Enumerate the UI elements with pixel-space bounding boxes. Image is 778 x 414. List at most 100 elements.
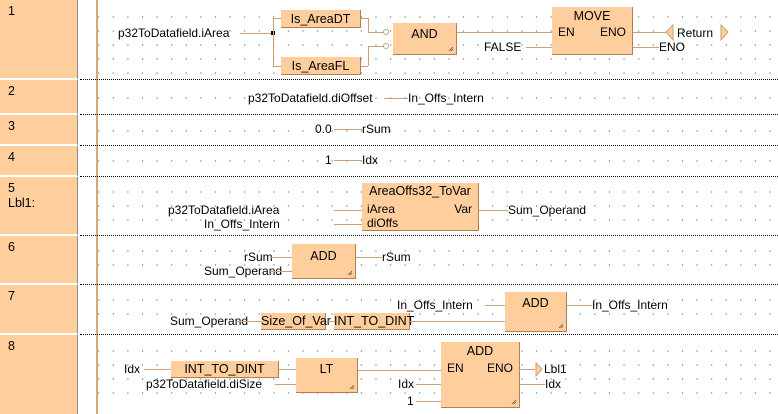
function-block-add[interactable]: ADD EN ENO [441, 342, 520, 408]
network-number: 6 [8, 240, 15, 254]
wire [326, 321, 334, 322]
resize-grip-icon[interactable] [558, 323, 564, 329]
wire [520, 369, 535, 370]
function-block-move[interactable]: MOVE EN ENO [552, 7, 633, 55]
wire [273, 18, 281, 19]
pin-eno: ENO [486, 361, 513, 375]
input-constant[interactable]: FALSE [484, 40, 522, 54]
block-title: INT_TO_DINT [184, 362, 265, 376]
wire [358, 370, 441, 371]
network-number: 5 [8, 181, 15, 195]
output-variable[interactable]: Sum_Operand [508, 203, 587, 217]
input-variable[interactable]: p32ToDatafield.diSize [146, 377, 263, 391]
resize-grip-icon[interactable] [511, 399, 517, 405]
input-variable[interactable]: p32ToDatafield.diOffset [248, 91, 373, 105]
input-variable[interactable]: In_Offs_Intern [397, 298, 473, 312]
output-variable[interactable]: ENO [659, 40, 686, 54]
power-rail [96, 0, 98, 414]
pin-en: EN [447, 361, 464, 375]
pin-iarea: iArea [367, 202, 396, 216]
wire [368, 46, 384, 47]
input-variable[interactable]: In_Offs_Intern [204, 217, 280, 231]
input-constant[interactable]: 0.0 [315, 122, 332, 136]
network-number: 2 [8, 84, 15, 98]
network-number: 4 [8, 150, 15, 164]
input-variable[interactable]: rSum [244, 250, 273, 264]
pin-en: EN [558, 25, 575, 39]
network-number: 7 [8, 289, 15, 303]
network-number-cell-2[interactable]: 2 [0, 80, 78, 115]
wire [520, 384, 545, 385]
input-variable[interactable]: Idx [398, 377, 415, 391]
input-variable[interactable]: Sum_Operand [170, 314, 249, 328]
network-number-cell-6[interactable]: 6 [0, 236, 78, 285]
network-number-cell-8[interactable]: 8 [0, 335, 78, 414]
function-block-areaoffs32-tovar[interactable]: AreaOffs32_ToVar iArea Var diOffs [362, 183, 479, 231]
function-block-and[interactable]: AND [393, 23, 457, 55]
wire [361, 66, 368, 67]
function-block-is-area-dt[interactable]: Is_AreaDT [281, 10, 361, 28]
return-right-icon [720, 24, 729, 41]
wire [633, 47, 659, 48]
input-variable[interactable]: Sum_Operand [204, 264, 283, 278]
block-title: Size_Of_Var [261, 314, 331, 328]
network-separator [80, 334, 778, 335]
wire [361, 18, 368, 19]
network-separator [80, 235, 778, 236]
block-title: AreaOffs32_ToVar [369, 184, 471, 198]
network-label: Lbl1: [8, 196, 36, 210]
return-label[interactable]: Return [677, 26, 714, 40]
resize-grip-icon[interactable] [347, 270, 353, 276]
network-number: 8 [8, 339, 15, 353]
resize-grip-icon[interactable] [448, 46, 454, 52]
output-variable[interactable]: Idx [545, 377, 562, 391]
wire [410, 321, 505, 322]
negation-circle [383, 29, 389, 35]
wire [334, 224, 362, 225]
function-block-int-to-dint[interactable]: INT_TO_DINT [171, 361, 279, 378]
output-variable[interactable]: rSum [362, 122, 391, 136]
network-number-cell-4[interactable]: 4 [0, 146, 78, 177]
wire [384, 98, 408, 99]
block-title: Is_AreaFL [291, 59, 350, 73]
function-block-add[interactable]: ADD [505, 292, 567, 332]
wire [416, 401, 441, 402]
input-constant[interactable]: 1 [407, 394, 414, 408]
wire [368, 18, 369, 32]
network-number-cell-3[interactable]: 3 [0, 115, 78, 146]
block-title: MOVE [573, 9, 611, 23]
output-variable[interactable]: In_Offs_Intern [408, 91, 484, 105]
jump-label[interactable]: Lbl1 [544, 362, 567, 376]
output-variable[interactable]: rSum [382, 250, 411, 264]
wire [526, 47, 552, 48]
function-block-lt[interactable]: LT [296, 358, 358, 393]
block-title: ADD [310, 249, 337, 263]
output-variable[interactable]: In_Offs_Intern [592, 298, 668, 312]
network-number: 3 [8, 119, 15, 133]
wire [485, 305, 505, 306]
wire [368, 46, 369, 66]
network-number-cell-5[interactable]: 5 Lbl1: [0, 177, 78, 236]
resize-grip-icon[interactable] [349, 384, 355, 390]
wire [334, 210, 362, 211]
network-separator [80, 114, 778, 115]
wire [236, 321, 261, 322]
function-block-size-of-var[interactable]: Size_Of_Var [261, 313, 331, 330]
output-variable[interactable]: Idx [362, 153, 379, 167]
network-number-cell-1[interactable]: 1 [0, 0, 78, 80]
function-block-add[interactable]: ADD [292, 244, 356, 279]
function-block-is-area-fl[interactable]: Is_AreaFL [281, 57, 361, 75]
function-block-int-to-dint[interactable]: INT_TO_DINT [334, 313, 414, 330]
input-variable[interactable]: p32ToDatafield.iArea [168, 203, 280, 217]
pin-eno: ENO [599, 25, 626, 39]
wire [416, 384, 441, 385]
jump-arrow-icon [535, 362, 543, 377]
input-constant[interactable]: 1 [325, 153, 332, 167]
wire [479, 210, 508, 211]
input-variable[interactable]: p32ToDatafield.iArea [118, 26, 230, 40]
wire [144, 369, 171, 370]
network-number-cell-7[interactable]: 7 [0, 285, 78, 335]
input-variable[interactable]: Idx [124, 362, 141, 376]
block-title: ADD [466, 344, 494, 358]
wire [457, 32, 552, 33]
